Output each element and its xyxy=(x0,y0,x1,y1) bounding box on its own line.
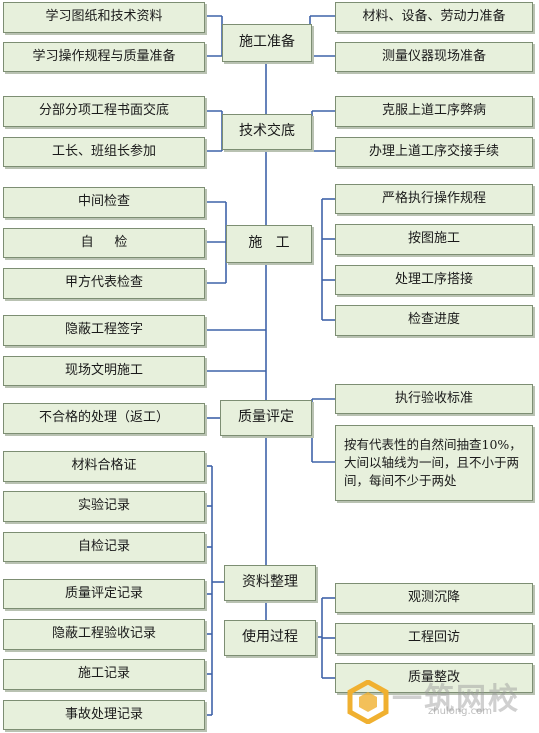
node-sampling-rule: 按有代表性的自然间抽查10%，大间以轴线为一间，且不小于两间，每间不少于两处 xyxy=(335,425,533,501)
node-strict-rules: 严格执行操作规程 xyxy=(335,184,533,214)
watermark-logo-icon xyxy=(347,680,389,724)
node-check-progress: 检查进度 xyxy=(335,305,533,336)
node-instruments-prep: 测量仪器现场准备 xyxy=(335,42,533,72)
node-rework: 不合格的处理（返工） xyxy=(3,403,205,434)
node-written-briefing: 分部分项工程书面交底 xyxy=(3,96,205,127)
node-self-check: 自 检 xyxy=(3,228,205,258)
node-quality-assessment: 质量评定 xyxy=(220,400,312,436)
node-overcome-defects: 克服上道工序弊病 xyxy=(335,96,533,127)
node-observe-settlement: 观测沉降 xyxy=(335,583,533,613)
node-technical-briefing: 技术交底 xyxy=(222,114,312,150)
node-accident-record: 事故处理记录 xyxy=(3,700,205,730)
watermark-subtext: zhulong.com xyxy=(428,706,493,717)
node-owner-check: 甲方代表检查 xyxy=(3,268,205,299)
node-study-rules: 学习操作规程与质量准备 xyxy=(3,42,205,72)
node-preparation: 施工准备 xyxy=(222,24,312,62)
node-foreman-attend: 工长、班组长参加 xyxy=(3,137,205,167)
node-self-check-record: 自检记录 xyxy=(3,532,205,562)
node-documentation: 资料整理 xyxy=(224,565,316,601)
node-quality-rectification: 质量整改 xyxy=(335,663,533,693)
node-construction-record: 施工记录 xyxy=(3,659,205,690)
node-hidden-acceptance-record: 隐蔽工程验收记录 xyxy=(3,619,205,650)
node-revisit: 工程回访 xyxy=(335,623,533,654)
node-site-civilized: 现场文明施工 xyxy=(3,356,205,386)
node-handover: 办理上道工序交接手续 xyxy=(335,137,533,167)
node-hidden-work-sign: 隐蔽工程签字 xyxy=(3,315,205,346)
node-mid-check: 中间检查 xyxy=(3,187,205,218)
node-materials-prep: 材料、设备、劳动力准备 xyxy=(335,2,533,32)
node-material-cert: 材料合格证 xyxy=(3,451,205,482)
node-quality-record: 质量评定记录 xyxy=(3,579,205,609)
node-study-drawings: 学习图纸和技术资料 xyxy=(3,2,205,33)
node-acceptance-standard: 执行验收标准 xyxy=(335,384,533,414)
node-usage-process: 使用过程 xyxy=(224,620,316,656)
watermark-text: 一筑网校 xyxy=(392,682,520,717)
node-construction: 施 工 xyxy=(226,225,312,263)
node-by-drawing: 按图施工 xyxy=(335,224,533,255)
node-process-lap: 处理工序搭接 xyxy=(335,265,533,295)
node-test-record: 实验记录 xyxy=(3,491,205,522)
